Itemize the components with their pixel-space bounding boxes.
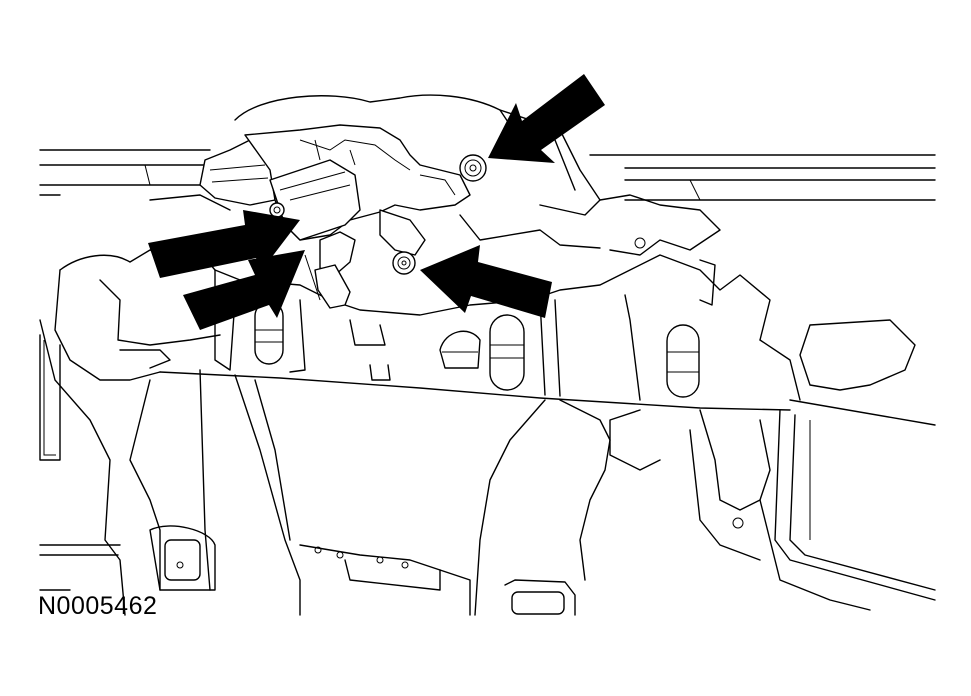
- panel-holes: [254, 301, 700, 398]
- bulkhead-panel: [54, 249, 791, 411]
- arrow-lower-left: [183, 250, 305, 330]
- right-duct: [689, 319, 936, 611]
- mounting-bolt-lower: [392, 251, 416, 275]
- mounting-bolt-left: [269, 202, 285, 218]
- center-lower-panel: [474, 399, 761, 616]
- arrow-upper-right: [488, 74, 605, 163]
- lower-supports: [39, 319, 471, 616]
- cowl-panel: [149, 94, 721, 256]
- arrow-lower-right: [420, 245, 552, 318]
- wiper-motor-assembly: [199, 124, 471, 309]
- figure-id-label: N0005462: [38, 592, 158, 620]
- mounting-bolt-upper: [459, 154, 487, 182]
- cowl-rail-left: [39, 149, 211, 196]
- cowl-rail-right: [589, 154, 936, 201]
